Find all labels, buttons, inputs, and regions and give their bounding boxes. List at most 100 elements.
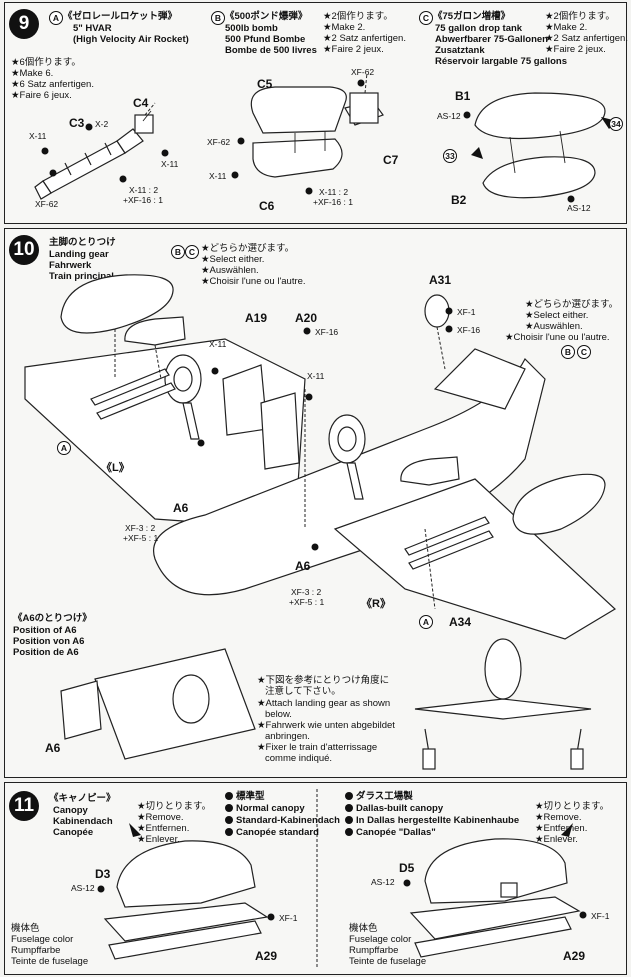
tank-note-fr: ★Faire 2 jeux. [545,44,606,55]
paint-xf1-right: XF-1 [591,911,610,921]
color-dot-icon [345,828,353,836]
select-note-fr-right: ★Choisir l'une ou l'autre. [505,332,610,343]
part-a19: A19 [245,311,268,325]
paint-mix-rocket-2: +XF-16 : 1 [123,195,163,205]
remove-note-jp-right: ★切りとります。 [535,801,610,812]
paint-x11-left: X-11 [209,339,227,349]
tank-note-de: ★2 Satz anfertigen. [545,33,628,44]
part-c7: C7 [383,153,399,167]
canopy-title-fr: Canopée [53,827,94,838]
inset-title-fr: Position de A6 [13,647,79,658]
step-number-9: 9 [9,9,39,39]
attach-note-2: 注意して下さい。 [265,686,341,697]
select-note-en-right: ★Select either. [525,310,589,321]
paint-xf16-a20: XF-16 [315,327,339,337]
attach-note-4: below. [265,709,292,720]
select-note-en: ★Select either. [201,254,265,265]
tank-title-en: 75 gallon drop tank [435,23,523,34]
rocket-title-en: 5" HVAR [73,23,112,34]
attach-note-1: ★下図を参考にとりつけ角度に [257,675,390,686]
gear-title-de: Fahrwerk [49,260,92,271]
part-a20: A20 [295,311,318,325]
select-note-de-right: ★Auswählen. [525,321,583,332]
bomb-title-jp: 《500ポンド爆弾》 [225,11,308,22]
remove-note-en-right: ★Remove. [535,812,582,823]
inset-title-en: Position of A6 [13,625,77,636]
part-a31: A31 [429,273,452,287]
fuselage-color-fr-right: Teinte de fuselage [349,956,427,967]
tank-title-jp: 《75ガロン増槽》 [433,11,511,22]
part-b2: B2 [451,193,467,207]
step-number-10: 10 [9,235,39,265]
remove-note-de: ★Entfernen. [137,823,190,834]
paint-as12-left: AS-12 [71,883,95,893]
inset-title-de: Position von A6 [13,636,85,647]
part-c5: C5 [257,77,273,91]
part-a6-inset: A6 [45,741,61,755]
gear-title-jp: 主脚のとりつけ [49,237,116,248]
marker-a-right: A [419,615,433,629]
fuselage-color-en-right: Fuselage color [349,934,412,945]
step-9-illustration [34,72,617,203]
part-c6: C6 [259,199,275,213]
option-c-key: C [419,11,433,25]
paint-xf62-bomb-b: XF-62 [207,137,231,147]
select-key-c-right: C [577,345,591,359]
standard-canopy-en: Normal canopy [225,803,305,815]
bomb-note-en: ★Make 2. [323,22,366,33]
paint-mix-left-1: XF-3 : 2 [125,523,156,533]
standard-canopy-fr: Canopée standard [225,827,319,839]
rocket-note-en: ★Make 6. [11,68,54,79]
rocket-title-sub: (High Velocity Air Rocket) [73,34,189,45]
side-right-label: 《R》 [361,598,391,610]
bomb-title-de: 500 Pfund Bombe [225,34,306,45]
color-dot-icon [345,792,353,800]
option-a-key: A [49,11,63,25]
step-11-illustration [97,789,587,969]
rocket-note-jp: ★6個作ります。 [11,57,81,68]
part-a29-left: A29 [255,949,278,963]
side-left-label: 《L》 [101,462,130,474]
paint-x2: X-2 [95,119,109,129]
rocket-note-fr: ★Faire 6 jeux. [11,90,72,101]
select-note-de: ★Auswählen. [201,265,259,276]
paint-mix-left-2: +XF-5 : 1 [123,533,159,543]
paint-mix-bomb-1: X-11 : 2 [319,187,349,197]
bomb-title-en: 500lb bomb [225,23,278,34]
tank-note-jp: ★2個作ります。 [545,11,615,22]
canopy-title-jp: 《キャノピー》 [49,793,116,804]
paint-as12-tank-a: AS-12 [437,111,461,121]
color-dot-icon [345,816,353,824]
fuselage-color-jp-right: 機体色 [349,923,378,934]
attach-note-3: ★Attach landing gear as shown [257,698,391,709]
paint-mix-bomb-2: +XF-16 : 1 [313,197,353,207]
gear-title-fr: Train principal [49,271,114,282]
paint-x11-b: X-11 [161,159,179,169]
marker-a-left: A [57,441,71,455]
fuselage-color-de-left: Rumpffarbe [11,945,61,956]
tank-title-fr: Réservoir largable 75 gallons [435,56,568,67]
ref-34: 34 [609,117,623,131]
paint-x11-bomb: X-11 [209,171,227,181]
standard-canopy-jp: 標準型 [225,791,265,803]
tank-title-de: Abwerfbarer 75-Gallonen [435,34,548,45]
canopy-title-en: Canopy [53,805,88,816]
step-number-11: 11 [9,791,39,821]
part-a34: A34 [449,615,472,629]
select-note-jp: ★どちらか選びます。 [201,243,295,254]
bomb-note-jp: ★2個作ります。 [323,11,393,22]
select-key-c-left: C [185,245,199,259]
rocket-note-de: ★6 Satz anfertigen. [11,79,94,90]
inset-title-jp: 《A6のとりつけ》 [13,613,92,624]
dallas-canopy-en: Dallas-built canopy [345,803,443,815]
remove-note-en: ★Remove. [137,812,184,823]
paint-mix-right-1: XF-3 : 2 [291,587,322,597]
color-dot-icon [225,804,233,812]
step-9-panel: 9 [4,2,628,224]
paint-xf1-left: XF-1 [279,913,298,923]
ref-33: 33 [443,149,457,163]
color-dot-icon [345,804,353,812]
part-d5: D5 [399,861,415,875]
remove-note-jp: ★切りとります。 [137,801,212,812]
attach-note-5: ★Fahrwerk wie unten abgebildet [257,720,395,731]
